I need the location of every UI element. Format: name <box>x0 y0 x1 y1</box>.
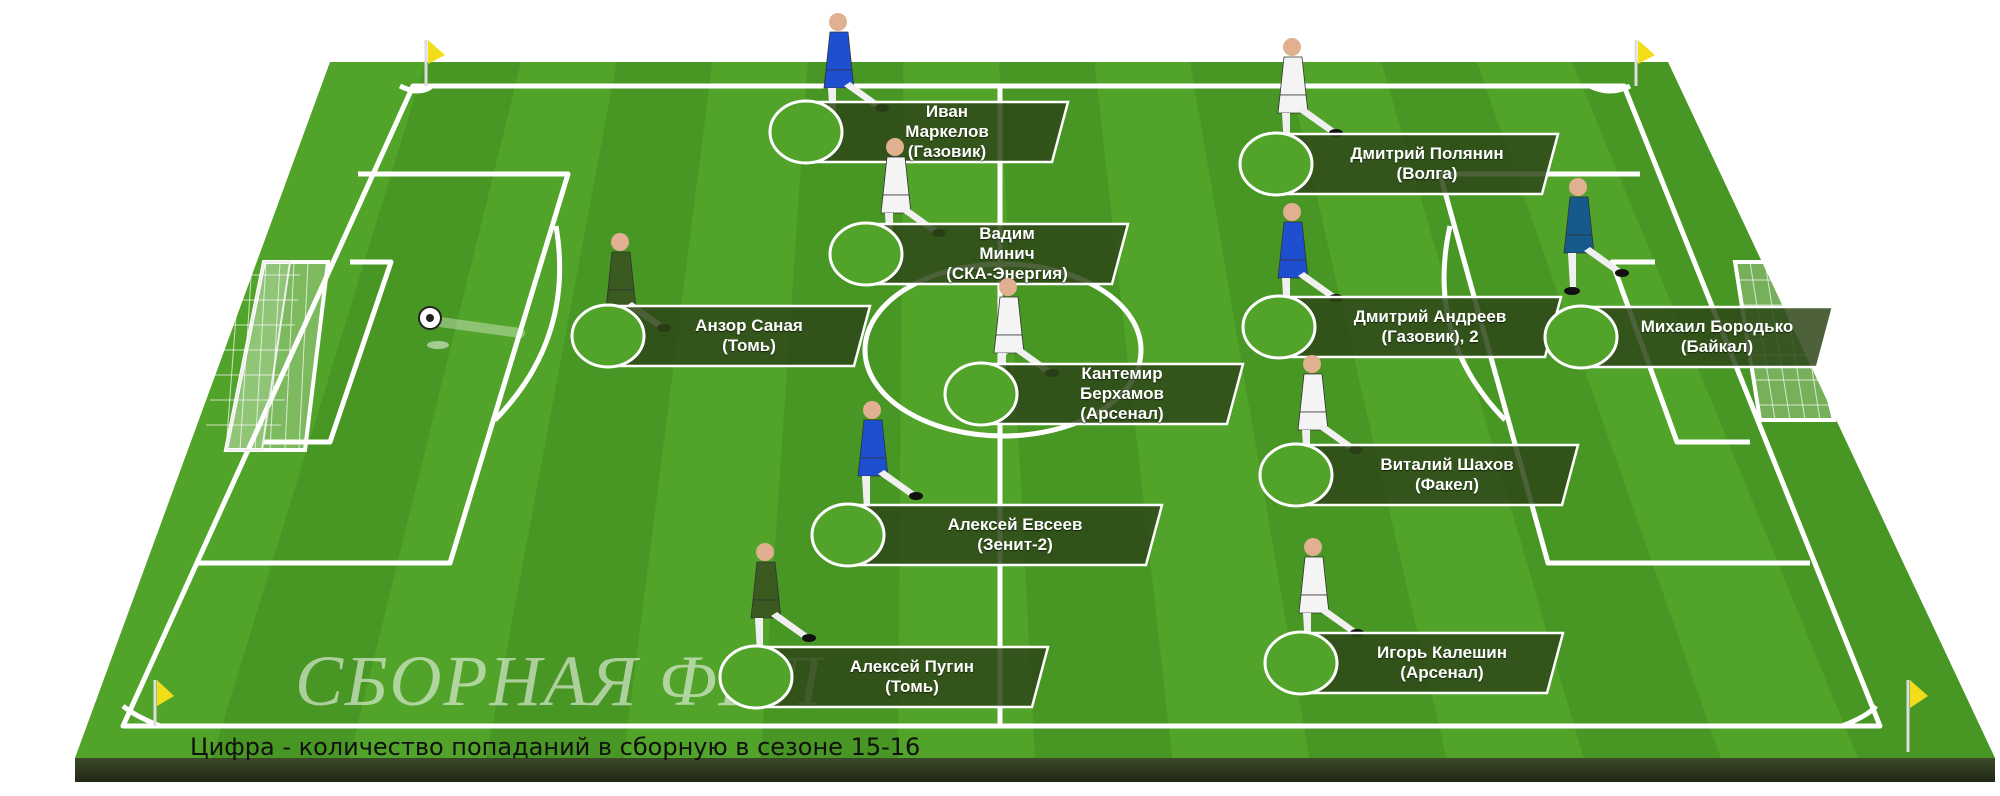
player-card: Дмитрий Андреев(Газовик), 2 <box>1241 294 1563 360</box>
name-plate <box>570 303 872 369</box>
name-plate <box>718 644 1050 710</box>
player-figure <box>1277 203 1343 320</box>
player-card: Алексей Пугин(Томь) <box>718 644 1050 710</box>
corner-flag-br <box>1906 680 1928 752</box>
player-name-line: (Волга) <box>1396 164 1458 183</box>
player-name-line: Игорь Калешин <box>1377 643 1507 662</box>
player-name-label: Алексей Пугин(Томь) <box>794 657 1030 697</box>
corner-arc-tl <box>398 83 434 94</box>
player-name-label: Игорь Калешин(Арсенал) <box>1339 643 1545 683</box>
player-card: Игорь Калешин(Арсенал) <box>1263 630 1565 696</box>
caption-note: Цифра - количество попаданий в сборную в… <box>190 733 921 761</box>
left-goal <box>206 260 331 452</box>
name-plate <box>1258 442 1580 508</box>
player-name-label: Дмитрий Андреев(Газовик), 2 <box>1317 307 1543 347</box>
player-name-line: (Томь) <box>885 677 939 696</box>
player-name-line: Кантемир <box>1081 364 1163 383</box>
player-name-line: Дмитрий Полянин <box>1350 144 1504 163</box>
player-name-line: Берхамов <box>1080 384 1164 403</box>
name-plate <box>1263 630 1565 696</box>
player-card: Алексей Евсеев(Зенит-2) <box>810 502 1164 568</box>
player-name-label: Алексей Евсеев(Зенит-2) <box>886 515 1144 555</box>
player-name-line: Анзор Саная <box>695 316 803 335</box>
corner-flag-tl <box>424 40 445 86</box>
player-name-line: (Газовик) <box>907 142 987 161</box>
player-name-line: (Арсенал) <box>1080 404 1164 423</box>
left-penalty-arc <box>493 225 563 422</box>
ball <box>418 306 525 349</box>
player-name-label: Виталий Шахов(Факел) <box>1334 455 1560 495</box>
player-card: Дмитрий Полянин(Волга) <box>1238 131 1560 197</box>
name-plate <box>810 502 1164 568</box>
player-name-line: (Факел) <box>1414 475 1480 494</box>
player-card: Анзор Саная(Томь) <box>570 303 872 369</box>
player-name-line: (Газовик), 2 <box>1381 327 1479 346</box>
player-name-label: Дмитрий Полянин(Волга) <box>1314 144 1540 184</box>
player-card: Михаил Бородько(Байкал) <box>1543 304 1835 370</box>
player-figure <box>1563 178 1629 295</box>
player-name-line: Виталий Шахов <box>1380 455 1514 474</box>
player-card: Виталий Шахов(Факел) <box>1258 442 1580 508</box>
player-figure <box>1277 38 1343 155</box>
player-name-line: (СКА-Энергия) <box>946 264 1068 283</box>
name-plate <box>1238 131 1560 197</box>
player-name-line: (Зенит-2) <box>977 535 1053 554</box>
player-name-line: Дмитрий Андреев <box>1353 307 1507 326</box>
player-name-label: Михаил Бородько(Байкал) <box>1619 317 1815 357</box>
player-name-line: (Арсенал) <box>1400 663 1484 682</box>
player-name-line: Минич <box>979 244 1035 263</box>
name-plate <box>768 99 1070 165</box>
name-plate <box>943 361 1245 427</box>
player-name-line: Алексей Евсеев <box>947 515 1083 534</box>
touchline <box>120 83 1883 729</box>
player-name-line: (Байкал) <box>1680 337 1754 356</box>
grass-stripe <box>1381 62 1721 758</box>
name-plate <box>1241 294 1563 360</box>
corner-flag-bl <box>153 680 174 726</box>
grass-stripe <box>212 62 522 758</box>
name-plate <box>828 221 1130 287</box>
player-name-line: Вадим <box>979 224 1035 243</box>
player-name-line: Михаил Бородько <box>1640 317 1794 336</box>
corner-arc-tr <box>1588 83 1632 94</box>
grass-stripe <box>1572 62 1995 758</box>
player-name-line: (Томь) <box>722 336 776 355</box>
left-goal-area <box>263 259 394 445</box>
player-name-line: Маркелов <box>905 122 989 141</box>
corner-arc-br <box>1841 704 1878 729</box>
name-plate <box>1543 304 1835 370</box>
grass-stripe <box>486 62 713 758</box>
player-name-label: Анзор Саная(Томь) <box>646 316 852 356</box>
player-name-line: Иван <box>925 102 969 121</box>
left-penalty-area <box>196 171 571 566</box>
player-name-line: Алексей Пугин <box>849 657 975 676</box>
corner-flag-tr <box>1634 40 1655 86</box>
pitch-base-edge <box>75 758 1995 782</box>
